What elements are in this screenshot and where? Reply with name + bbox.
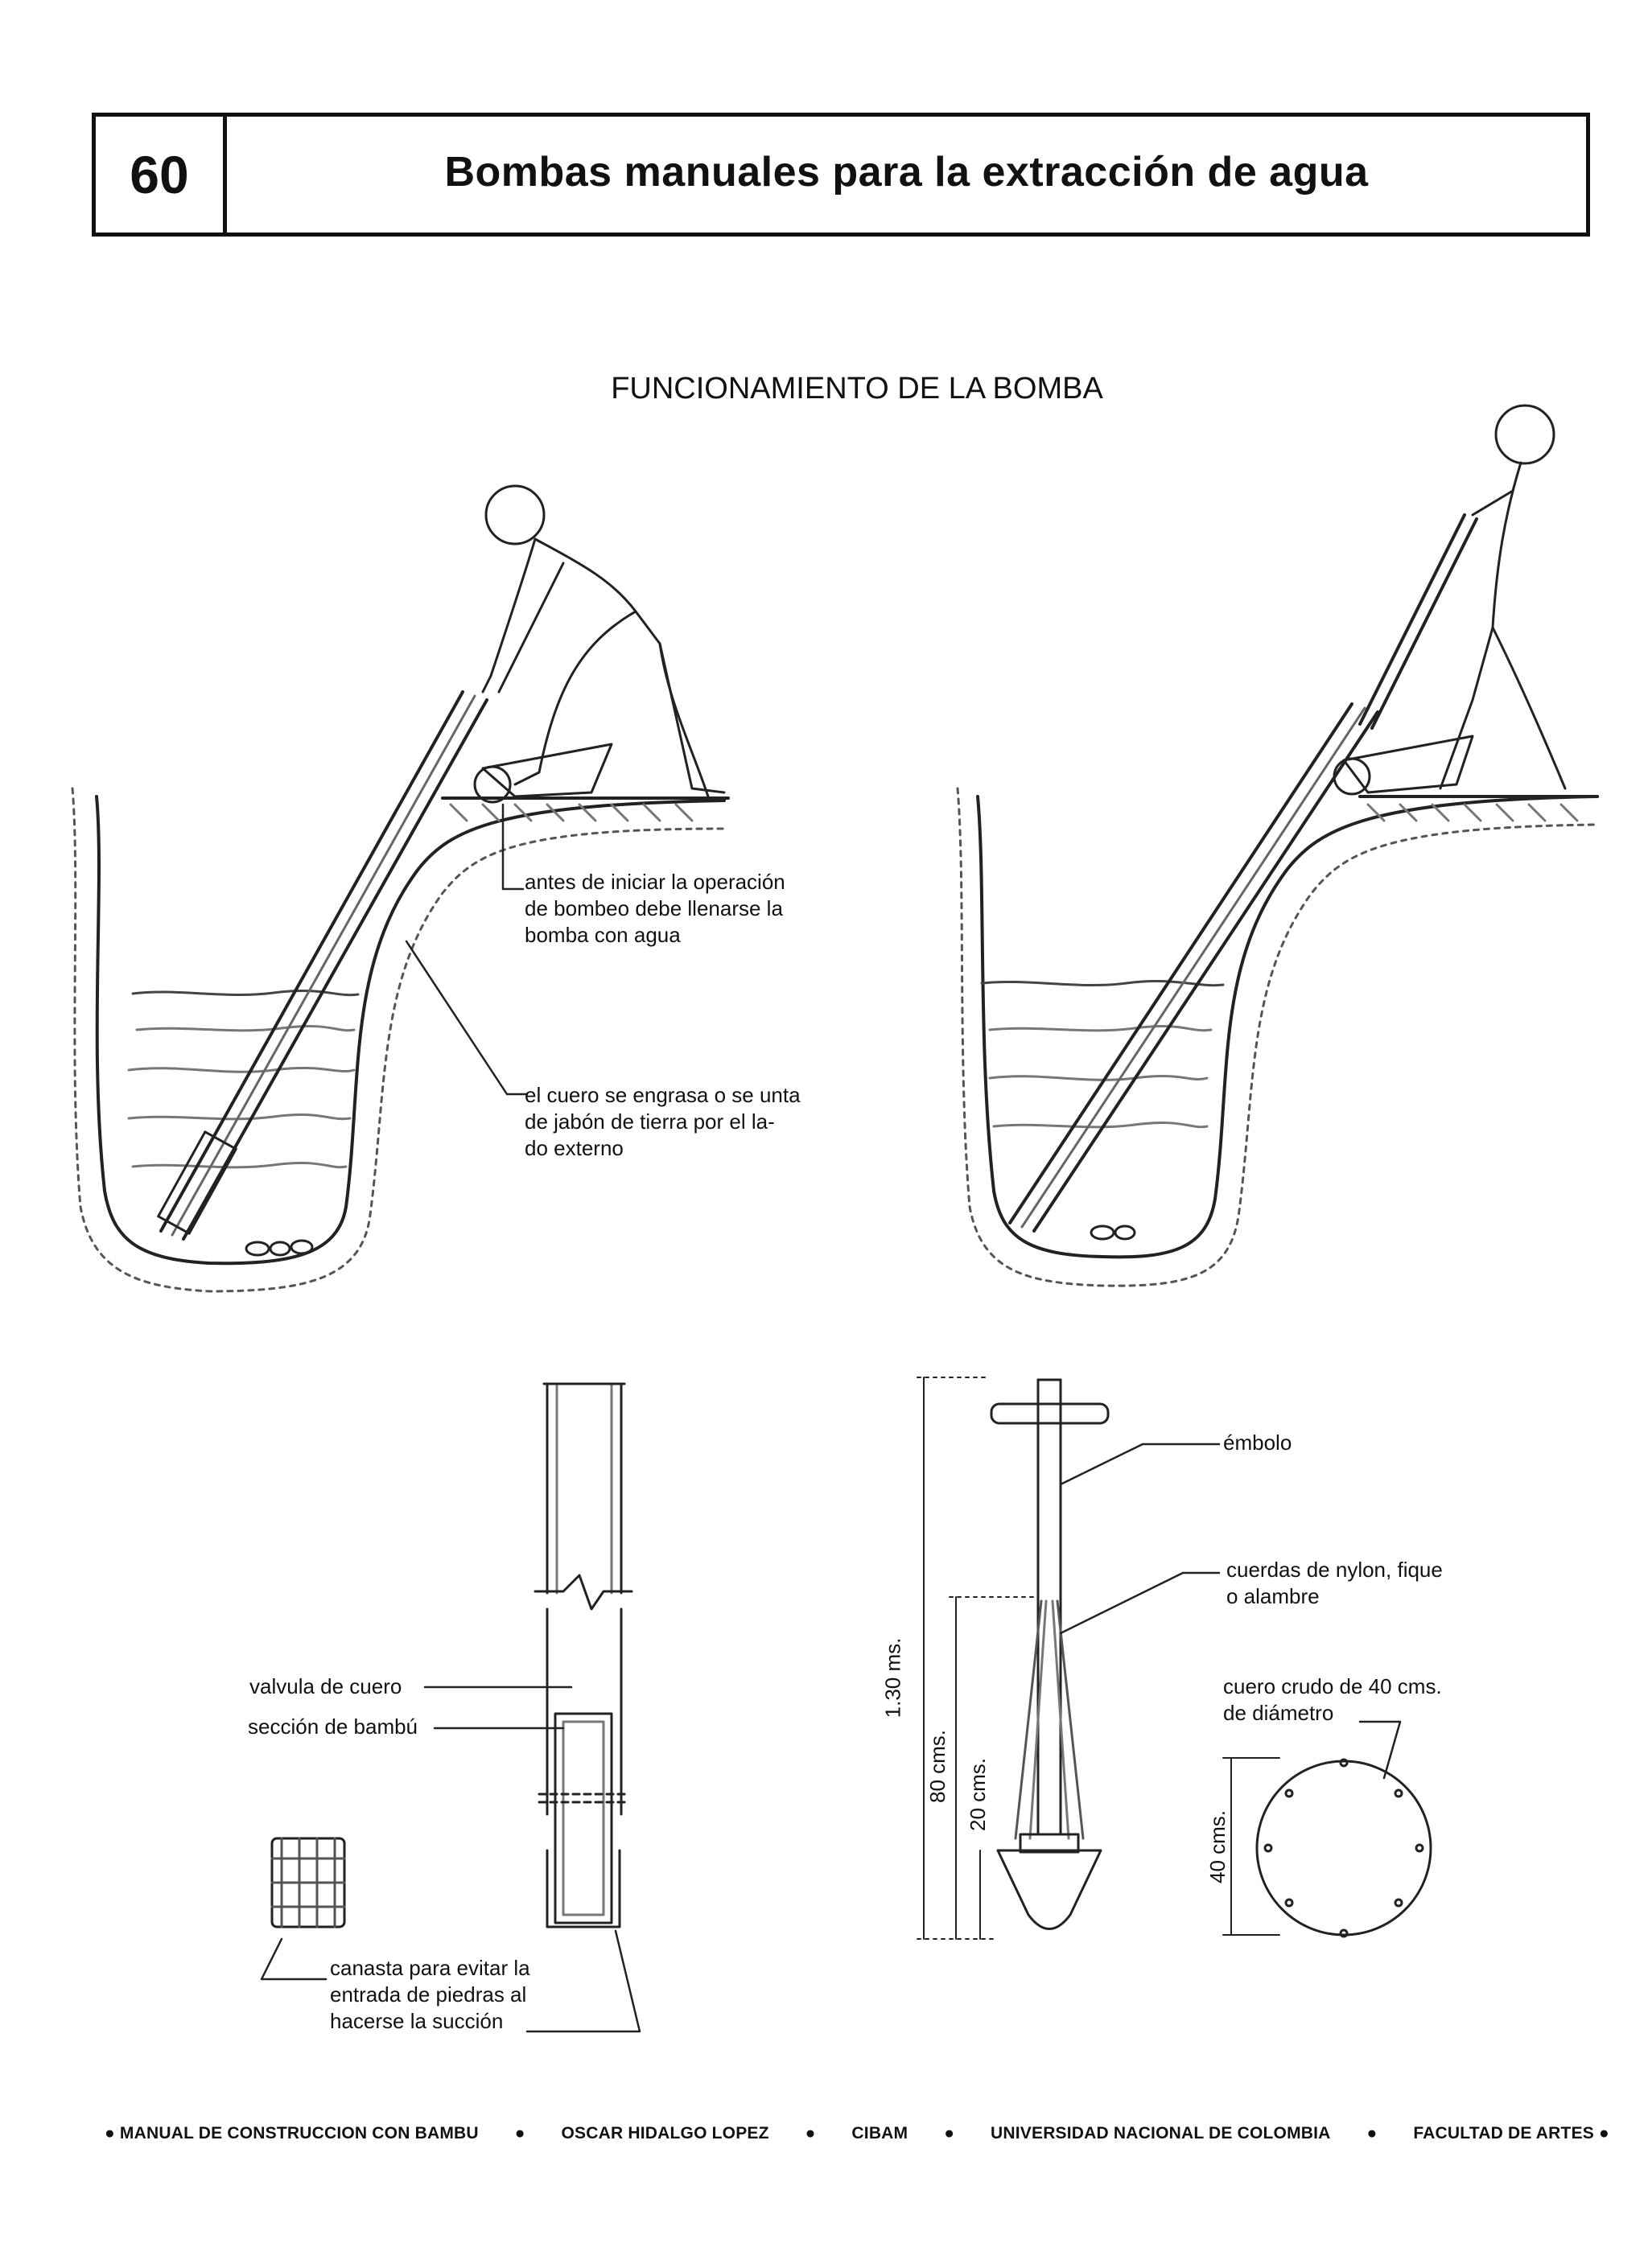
page-title: Bombas manuales para la extracción de ag… [444, 149, 1369, 196]
footer-author: OSCAR HIDALGO LOPEZ [561, 2124, 769, 2142]
footer-credits: ● MANUAL DE CONSTRUCCION CON BAMBU ● OSC… [105, 2124, 1609, 2143]
footer-bullet: ● [1366, 2124, 1378, 2142]
basket-callout: canasta para evitar la entrada de piedra… [330, 1956, 530, 2033]
footer-bullet: ● [514, 2124, 525, 2142]
dimension-disc: 40 cms. [1205, 1809, 1230, 1884]
bamboo-section-callout: sección de bambú [248, 1714, 418, 1739]
fill-pump-callout: antes de iniciar la operación de bombeo … [525, 870, 785, 947]
leather-valve-callout: valvula de cuero [249, 1674, 402, 1698]
footer-bullet: ● [805, 2124, 816, 2142]
page-number: 60 [96, 117, 227, 233]
bamboo-tube-illustration [260, 1382, 641, 2033]
dimension-twenty: 20 cms. [966, 1757, 991, 1832]
section-title: FUNCIONAMIENTO DE LA BOMBA [611, 372, 1103, 405]
footer-bullet: ● [944, 2124, 955, 2142]
leather-grease-callout: el cuero se engrasa o se unta de jabón d… [525, 1083, 801, 1160]
dimension-eighty: 80 cms. [925, 1729, 950, 1804]
raw-leather-callout: cuero crudo de 40 cms. de diámetro [1223, 1674, 1442, 1725]
footer-university: UNIVERSIDAD NACIONAL DE COLOMBIA [991, 2124, 1331, 2142]
footer-faculty: FACULTAD DE ARTES ● [1413, 2124, 1609, 2142]
right-pit-illustration [956, 404, 1599, 1287]
plunger-illustration [917, 1377, 1432, 1940]
plunger-callout: émbolo [1223, 1430, 1292, 1455]
footer-cibam: CIBAM [851, 2124, 908, 2142]
cords-callout: cuerdas de nylon, fique o alambre [1226, 1558, 1443, 1608]
footer-manual: ● MANUAL DE CONSTRUCCION CON BAMBU [105, 2124, 479, 2142]
left-pit-illustration [71, 484, 730, 1293]
dimension-total-height: 1.30 ms. [880, 1637, 905, 1718]
page-header: 60 Bombas manuales para la extracción de… [92, 113, 1590, 237]
